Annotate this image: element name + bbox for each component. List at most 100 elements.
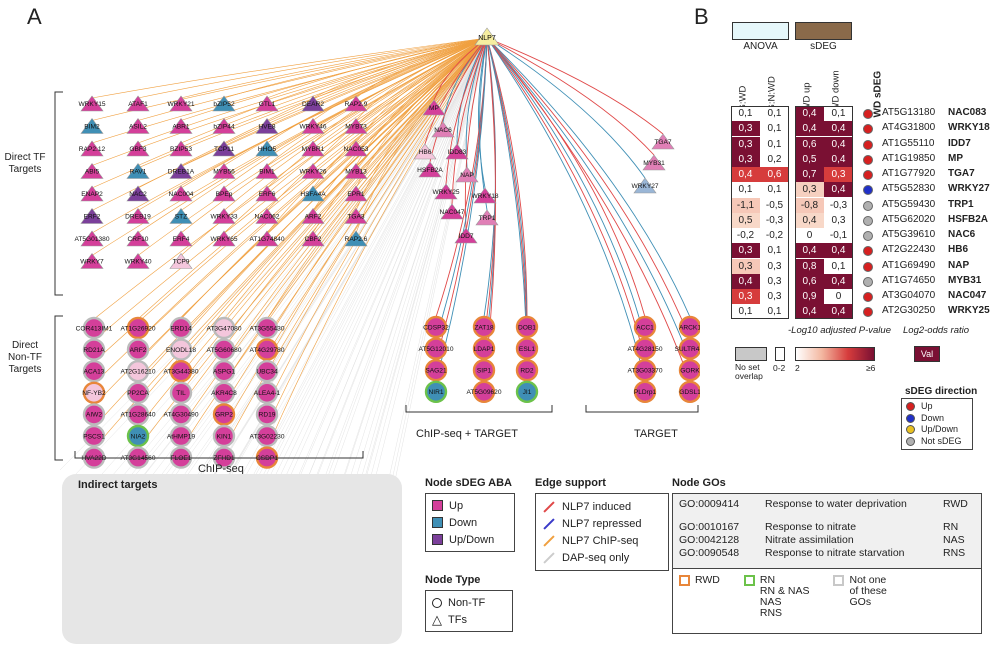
tf-node[interactable]: TGA3 bbox=[344, 207, 368, 224]
tf-node[interactable]: CBF2 bbox=[301, 230, 325, 247]
tf-node[interactable]: BIM2 bbox=[80, 117, 104, 134]
tf-node[interactable]: WRKY65 bbox=[210, 230, 238, 247]
tf-node[interactable]: TRP1 bbox=[475, 209, 499, 226]
tf-node[interactable]: IDD83 bbox=[445, 143, 469, 160]
nontf-node[interactable]: ARCK1 bbox=[678, 315, 700, 339]
tf-node[interactable]: WRKY26 bbox=[299, 162, 327, 179]
tf-node[interactable]: NAC047 bbox=[440, 203, 465, 220]
nontf-node[interactable]: ERD14 bbox=[169, 316, 193, 340]
nontf-node[interactable]: ESL1 bbox=[515, 337, 539, 360]
hub-node[interactable]: NLP7 bbox=[474, 27, 500, 46]
tf-node[interactable]: WRKY7 bbox=[80, 252, 104, 269]
tf-node[interactable]: WRKY25 bbox=[432, 183, 460, 200]
tf-node[interactable]: IDD7 bbox=[454, 227, 478, 244]
nontf-node[interactable]: PLDrp1 bbox=[633, 380, 657, 403]
tf-node[interactable]: MYB56 bbox=[212, 162, 236, 179]
tf-node[interactable]: GTL1 bbox=[255, 95, 279, 112]
nontf-node[interactable]: AT3G47080 bbox=[206, 316, 242, 340]
tf-node[interactable]: WRKY21 bbox=[167, 95, 195, 112]
nontf-node[interactable]: AT4G30490 bbox=[163, 403, 199, 426]
nontf-node[interactable]: ACA13 bbox=[82, 360, 106, 383]
nontf-node[interactable]: AT4G29780 bbox=[249, 338, 285, 361]
tf-node[interactable]: MYB73 bbox=[344, 117, 368, 134]
nontf-node[interactable]: SIP1 bbox=[472, 359, 496, 382]
tf-node[interactable]: GBF3 bbox=[126, 140, 150, 157]
nontf-node[interactable]: JI1 bbox=[515, 380, 539, 403]
nontf-node[interactable]: CDSP32 bbox=[423, 315, 449, 339]
tf-node[interactable]: RAP2.6 bbox=[344, 230, 368, 247]
nontf-node[interactable]: AT1G26920 bbox=[120, 316, 156, 340]
nontf-node[interactable]: AT2G16210 bbox=[120, 360, 156, 383]
tf-node[interactable]: ABI5 bbox=[80, 162, 104, 179]
tf-node[interactable]: RAP2.9 bbox=[344, 95, 368, 112]
tf-node[interactable]: TCP11 bbox=[212, 140, 236, 157]
tf-node[interactable]: HSFB2A bbox=[417, 161, 443, 178]
nontf-node[interactable]: AT3G55430 bbox=[249, 316, 285, 340]
nontf-node[interactable]: GORK bbox=[678, 359, 700, 382]
nontf-node[interactable]: ZAT18 bbox=[472, 315, 496, 339]
nontf-node[interactable]: NIA2 bbox=[126, 424, 150, 448]
tf-node[interactable]: HB6 bbox=[413, 143, 437, 160]
tf-node[interactable]: MYB13 bbox=[344, 162, 368, 179]
tf-node[interactable]: WRKY15 bbox=[78, 95, 106, 112]
tf-node[interactable]: ERF2 bbox=[80, 207, 104, 224]
tf-node[interactable]: WRKY33 bbox=[210, 207, 238, 224]
nontf-node[interactable]: TIL bbox=[169, 381, 193, 404]
tf-node[interactable]: MYB31 bbox=[642, 154, 666, 171]
tf-node[interactable]: NAC6 bbox=[431, 121, 455, 138]
nontf-node[interactable]: AT5G12010 bbox=[418, 337, 454, 360]
nontf-node[interactable]: LDAP1 bbox=[472, 337, 496, 360]
tf-node[interactable]: WRKY18 bbox=[471, 187, 499, 204]
tf-node[interactable]: DREB1A bbox=[168, 162, 195, 179]
nontf-node[interactable]: AT5G60680 bbox=[206, 338, 242, 361]
tf-node[interactable]: NAC2 bbox=[126, 185, 150, 202]
tf-node[interactable]: ERF6 bbox=[255, 185, 279, 202]
nontf-node[interactable]: GRP2 bbox=[212, 403, 236, 426]
nontf-node[interactable]: AT3G44380 bbox=[163, 360, 199, 383]
tf-node[interactable]: ATAF1 bbox=[126, 95, 150, 112]
nontf-node[interactable]: NIR1 bbox=[424, 380, 448, 403]
nontf-node[interactable]: AKR4C8 bbox=[211, 381, 237, 404]
tf-node[interactable]: ASIL2 bbox=[126, 117, 150, 134]
tf-node[interactable]: DEAR2 bbox=[301, 95, 325, 112]
nontf-node[interactable]: ALEA4-1 bbox=[254, 381, 281, 404]
nontf-node[interactable]: SULTR4-1 bbox=[675, 337, 700, 360]
nontf-node[interactable]: ENODL18 bbox=[166, 338, 196, 361]
tf-node[interactable]: WRKY27 bbox=[631, 177, 659, 194]
tf-node[interactable]: bZIP44 bbox=[212, 117, 236, 134]
tf-node[interactable]: HVE8 bbox=[255, 117, 279, 134]
nontf-node[interactable]: DOB1 bbox=[515, 315, 539, 339]
nontf-node[interactable]: RD2 bbox=[515, 359, 539, 382]
tf-node[interactable]: BIM1 bbox=[255, 162, 279, 179]
tf-node[interactable]: RAP2.12 bbox=[79, 140, 106, 157]
tf-node[interactable]: HHO5 bbox=[255, 140, 279, 157]
nontf-node[interactable]: PSCS1 bbox=[82, 424, 106, 448]
nontf-node[interactable]: SAG21 bbox=[424, 359, 448, 382]
nontf-node[interactable]: COR413IM1 bbox=[76, 316, 113, 340]
tf-node[interactable]: TGA7 bbox=[651, 133, 675, 150]
tf-node[interactable]: MYBR1 bbox=[301, 140, 325, 157]
nontf-node[interactable]: AT3G02230 bbox=[249, 424, 285, 448]
tf-node[interactable]: ARF2 bbox=[301, 207, 325, 224]
tf-node[interactable]: bZIP52 bbox=[212, 95, 236, 112]
nontf-node[interactable]: AT4G28150 bbox=[627, 337, 663, 360]
tf-node[interactable]: TCP9 bbox=[169, 252, 193, 269]
tf-node[interactable]: NAC062 bbox=[255, 207, 280, 224]
tf-node[interactable]: NAC004 bbox=[169, 185, 194, 202]
nontf-node[interactable]: ASPG1 bbox=[212, 360, 235, 383]
tf-node[interactable]: BZIP53 bbox=[169, 140, 193, 157]
tf-node[interactable]: HSFA4A bbox=[300, 185, 326, 202]
tf-node[interactable]: RAV1 bbox=[126, 162, 150, 179]
nontf-node[interactable]: AT3G03370 bbox=[627, 359, 663, 382]
tf-node[interactable]: NAP bbox=[455, 166, 479, 183]
nontf-node[interactable]: GDSL1 bbox=[678, 380, 700, 403]
nontf-node[interactable]: ACC1 bbox=[633, 315, 657, 339]
tf-node[interactable]: AT1G74840 bbox=[249, 230, 285, 247]
tf-node[interactable]: AT5G01380 bbox=[74, 230, 110, 247]
nontf-node[interactable]: NF-YB2 bbox=[82, 381, 106, 404]
tf-node[interactable]: NAC053 bbox=[344, 140, 369, 157]
nontf-node[interactable]: AT1G28640 bbox=[120, 403, 156, 426]
nontf-node[interactable]: PP2CA bbox=[126, 381, 149, 404]
tf-node[interactable]: STZ bbox=[169, 207, 193, 224]
tf-node[interactable]: WRKY40 bbox=[124, 252, 152, 269]
